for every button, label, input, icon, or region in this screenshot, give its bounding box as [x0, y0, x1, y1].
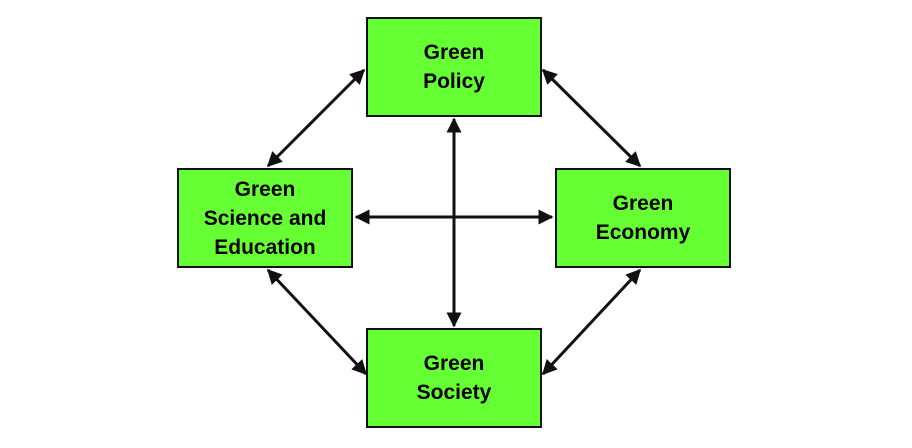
node-label: Green Science and Education — [203, 177, 327, 259]
arrow-policy-economy — [541, 68, 642, 168]
node-green-policy: Green Policy — [366, 17, 542, 117]
arrow-science-society — [266, 268, 368, 376]
node-green-society: Green Society — [366, 328, 542, 428]
node-green-science-and-education: Green Science and Education — [177, 168, 353, 268]
arrow-policy-science — [266, 68, 366, 168]
node-label: Green Policy — [423, 41, 485, 93]
node-label: Green Economy — [595, 192, 691, 244]
node-label: Green Society — [416, 352, 492, 404]
arrow-economy-society — [541, 268, 642, 376]
node-green-economy: Green Economy — [555, 168, 731, 268]
